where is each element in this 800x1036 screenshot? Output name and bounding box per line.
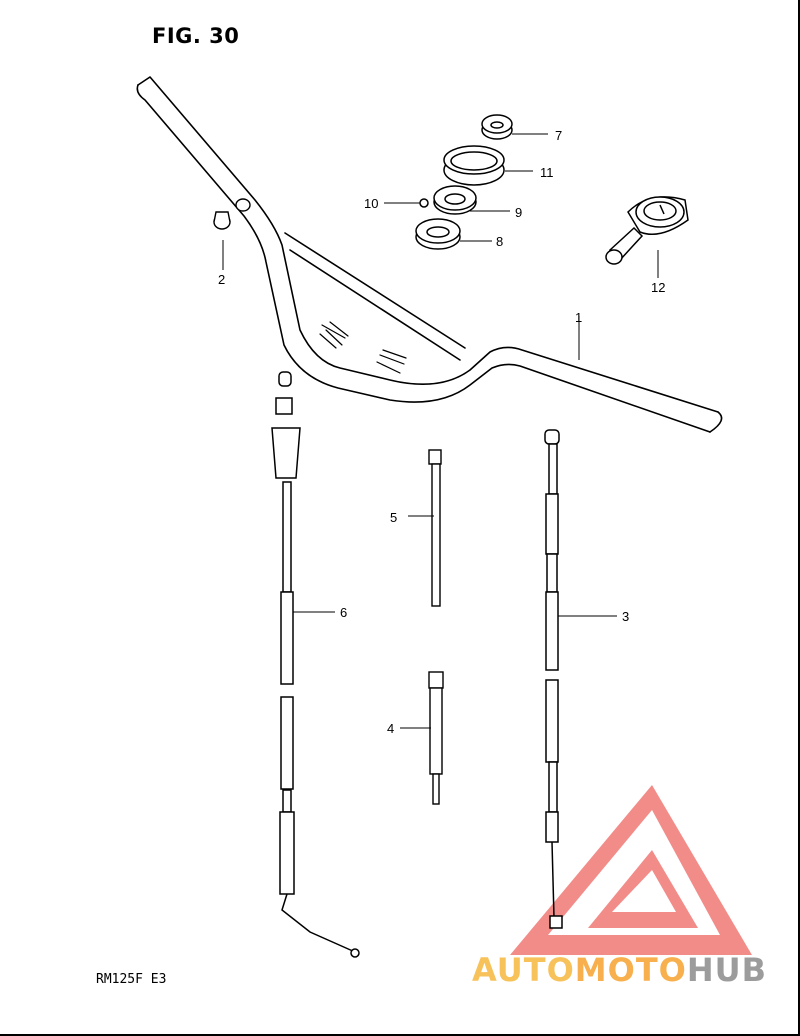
- watermark-part-b: MOTO: [574, 951, 687, 989]
- callout-12: 12: [651, 280, 665, 295]
- leader-lines: [222, 133, 659, 729]
- throttle-cable: [544, 429, 563, 929]
- tachometer-gauge: [605, 196, 689, 265]
- figure-title: FIG. 30: [152, 24, 240, 48]
- callout-5: 5: [390, 510, 397, 525]
- model-code: RM125F E3: [96, 972, 167, 987]
- clutch-cable: [271, 371, 360, 958]
- callout-2: 2: [218, 272, 225, 287]
- callout-9: 9: [515, 205, 522, 220]
- callout-8: 8: [496, 234, 503, 249]
- end-cap: [213, 198, 251, 230]
- callout-labels: 1 2 3 4 5 6 7 8 9 10 11 12: [218, 128, 665, 736]
- watermark-part-c: HUB: [686, 951, 768, 989]
- watermark-part-a: AUTO: [472, 951, 575, 989]
- callout-3: 3: [622, 609, 629, 624]
- callout-7: 7: [555, 128, 562, 143]
- callout-6: 6: [340, 605, 347, 620]
- callout-1: 1: [575, 310, 582, 325]
- cable-tie: [428, 449, 442, 607]
- callout-11: 11: [540, 165, 554, 180]
- washer-stack: [415, 114, 513, 250]
- callout-4: 4: [387, 721, 394, 736]
- callout-10: 10: [364, 196, 378, 211]
- clamp-band: [428, 671, 444, 805]
- handlebar: [136, 76, 723, 433]
- watermark-text: AUTOMOTOHUB: [472, 951, 767, 989]
- watermark-logo: [510, 785, 752, 955]
